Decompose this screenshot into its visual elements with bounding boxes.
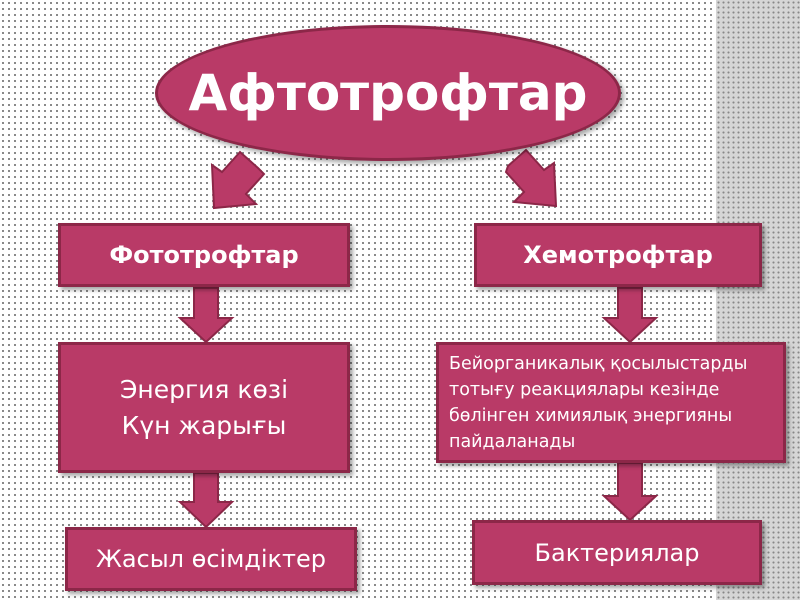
root-node: Афтотрофтар	[155, 25, 621, 161]
green-plants-box: Жасыл өсімдіктер	[65, 527, 357, 591]
phototrophs-label: Фототрофтар	[109, 241, 299, 269]
arrow-right-2	[601, 462, 659, 522]
bacteria-label: Бактериялар	[534, 538, 700, 567]
green-plants-label: Жасыл өсімдіктер	[95, 545, 327, 573]
energy-line-1: Энергия көзі	[119, 374, 289, 404]
arrow-right-1	[601, 287, 659, 344]
arrow-left-2	[177, 472, 235, 529]
root-label: Афтотрофтар	[188, 64, 588, 122]
chemotrophs-label: Хемотрофтар	[523, 241, 713, 269]
phototrophs-box: Фототрофтар	[58, 223, 350, 287]
energy-line-2: Күн жарығы	[121, 410, 287, 440]
bacteria-box: Бактериялар	[472, 520, 762, 585]
chemical-energy-box: Бейорганикалық қосылыстарды тотығу реакц…	[436, 342, 786, 463]
arrow-root-to-left	[210, 150, 266, 210]
side-strip	[716, 0, 800, 600]
arrow-left-1	[177, 287, 235, 344]
energy-source-box: Энергия көзі Күн жарығы	[58, 342, 350, 473]
chemotrophs-box: Хемотрофтар	[474, 223, 762, 287]
chemical-energy-text: Бейорганикалық қосылыстарды тотығу реакц…	[449, 353, 748, 452]
arrow-root-to-right	[504, 148, 558, 208]
